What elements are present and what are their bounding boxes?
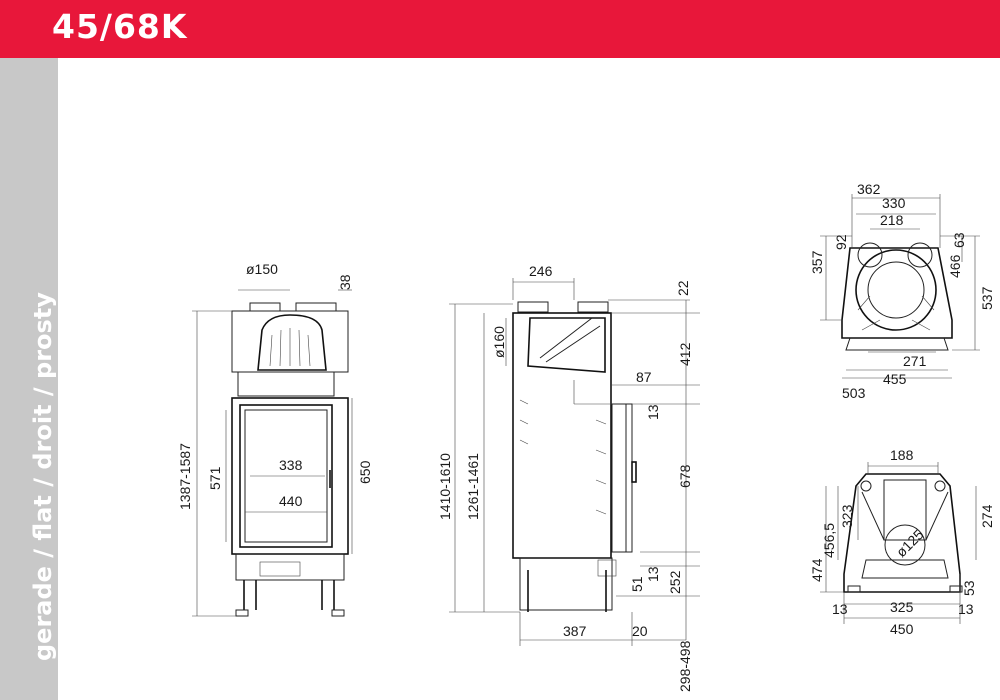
side-view bbox=[449, 278, 700, 646]
dim-side-depth: 387 bbox=[563, 623, 587, 639]
dim-top-body-width: 455 bbox=[883, 371, 907, 387]
bottom-view bbox=[820, 462, 977, 624]
dim-bottom-inner-height: 323 bbox=[839, 504, 855, 528]
dim-side-upper-gap: 13 bbox=[645, 404, 661, 420]
sidebar-strip bbox=[0, 58, 58, 700]
dim-front-door-height: 571 bbox=[207, 466, 223, 490]
dim-top-front-width: 503 bbox=[842, 385, 866, 401]
dim-side-collar-height: 22 bbox=[675, 280, 691, 296]
front-view bbox=[192, 289, 353, 617]
model-title: 45/68K bbox=[52, 7, 188, 46]
dim-side-lower-gap: 13 bbox=[645, 566, 661, 582]
dim-side-flue-offset: 246 bbox=[529, 263, 553, 279]
dim-front-body-height: 650 bbox=[357, 460, 373, 484]
dim-bottom-inner-width: 325 bbox=[890, 599, 914, 615]
dim-top-rear-width: 271 bbox=[903, 353, 927, 369]
dim-top-flue-depth: 466 bbox=[947, 254, 963, 278]
dim-side-base-height: 252 bbox=[667, 570, 683, 594]
dim-top-overall-width: 362 bbox=[857, 181, 881, 197]
dim-side-connection-height: 1261-1461 bbox=[465, 453, 481, 520]
dim-bottom-right-margin: 13 bbox=[958, 601, 974, 617]
header-bar: 45/68K bbox=[0, 0, 1000, 58]
dim-front-total-height: 1387-1587 bbox=[177, 443, 193, 510]
dim-top-front-offset: 92 bbox=[833, 234, 849, 250]
dim-bottom-top-width: 188 bbox=[890, 447, 914, 463]
dim-side-door-height: 678 bbox=[677, 464, 693, 488]
dim-side-leg-range: 298-498 bbox=[677, 640, 693, 692]
dim-top-inner-width: 218 bbox=[880, 212, 904, 228]
dim-top-hood-depth: 357 bbox=[809, 250, 825, 274]
dim-side-total-height: 1410-1610 bbox=[437, 453, 453, 520]
top-view bbox=[820, 194, 980, 379]
dim-top-hood-width: 330 bbox=[882, 195, 906, 211]
dim-top-side-offset: 63 bbox=[951, 232, 967, 248]
dim-side-door-offset: 87 bbox=[636, 369, 652, 385]
dim-bottom-left-margin: 13 bbox=[832, 601, 848, 617]
dim-front-glass-width: 338 bbox=[279, 457, 303, 473]
dim-bottom-total-height: 474 bbox=[809, 558, 825, 582]
dim-front-collar-height: 38 bbox=[337, 274, 353, 290]
dim-bottom-mid-height: 456,5 bbox=[821, 523, 837, 558]
dim-front-flue-diameter: ø150 bbox=[246, 261, 278, 277]
dim-side-flue-diameter: ø160 bbox=[491, 326, 507, 358]
dim-side-plinth: 51 bbox=[629, 576, 645, 592]
dim-bottom-total-width: 450 bbox=[890, 621, 914, 637]
dim-bottom-side-height: 274 bbox=[979, 504, 995, 528]
dim-bottom-foot-height: 53 bbox=[961, 580, 977, 596]
dim-front-body-width: 440 bbox=[279, 493, 303, 509]
dim-side-door-depth: 20 bbox=[632, 623, 648, 639]
dim-top-total-depth: 537 bbox=[979, 286, 995, 310]
dim-side-hood-height: 412 bbox=[677, 342, 693, 366]
